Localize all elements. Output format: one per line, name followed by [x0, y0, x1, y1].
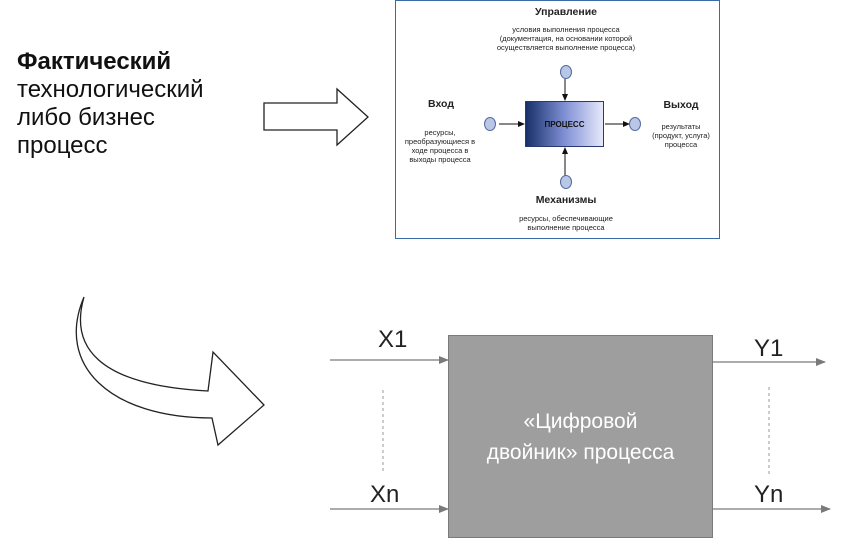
input-desc-line-1: ресурсы, [424, 128, 456, 137]
input-label-first: X1 [378, 326, 408, 353]
digital-twin-box: «Цифровой двойник» процесса [448, 335, 713, 538]
input-label-last: Xn [370, 481, 400, 508]
curved-block-arrow [75, 296, 265, 447]
twin-label-line-2: двойник» процесса [486, 440, 675, 464]
mechanism-title: Механизмы [535, 194, 597, 206]
control-node [560, 65, 572, 79]
control-desc-line-3: осуществляется выполнение процесса) [496, 43, 636, 52]
idef0-connectors [499, 79, 630, 177]
twin-label-line-1: «Цифровой [523, 409, 638, 433]
process-box: ПРОЦЕСС [525, 101, 604, 147]
output-label-last: Yn [754, 481, 784, 508]
heading-bold: Фактический [17, 48, 172, 75]
output-node [629, 117, 641, 131]
straight-block-arrow [263, 87, 369, 147]
heading-line-1: технологический [17, 76, 204, 103]
heading-line-3: процесс [17, 132, 108, 159]
control-title: Управление [534, 6, 598, 18]
digital-twin-label: «Цифровой двойник» процесса [461, 406, 701, 468]
input-title: Вход [428, 98, 454, 110]
output-desc-line-2: (продукт, услуга) [652, 131, 710, 140]
output-label-first: Y1 [754, 335, 784, 362]
control-desc-line-2: (документация, на основании которой [499, 34, 633, 43]
output-description: результаты (продукт, услуга) процесса [646, 122, 716, 149]
output-desc-line-1: результаты [661, 122, 701, 131]
output-title: Выход [663, 99, 699, 111]
idef0-diagram: Управление условия выполнения процесса (… [395, 0, 720, 239]
mechanism-desc-line-2: выполнение процесса [527, 223, 605, 232]
source-process-heading: Фактический технологический либо бизнес … [17, 48, 247, 160]
mechanism-description: ресурсы, обеспечивающие выполнение проце… [496, 214, 636, 232]
mechanism-desc-line-1: ресурсы, обеспечивающие [519, 214, 613, 223]
output-desc-line-3: процесса [664, 140, 698, 149]
control-desc-line-1: условия выполнения процесса [512, 25, 620, 34]
input-node [484, 117, 496, 131]
mechanism-node [560, 175, 572, 189]
input-desc-line-3: ходе процесса в [411, 146, 469, 155]
input-description: ресурсы, преобразующиеся в ходе процесса… [396, 128, 484, 164]
input-desc-line-2: преобразующиеся в [404, 137, 476, 146]
control-description: условия выполнения процесса (документаци… [481, 25, 651, 52]
heading-line-2: либо бизнес [17, 104, 155, 131]
input-desc-line-4: выходы процесса [409, 155, 471, 164]
